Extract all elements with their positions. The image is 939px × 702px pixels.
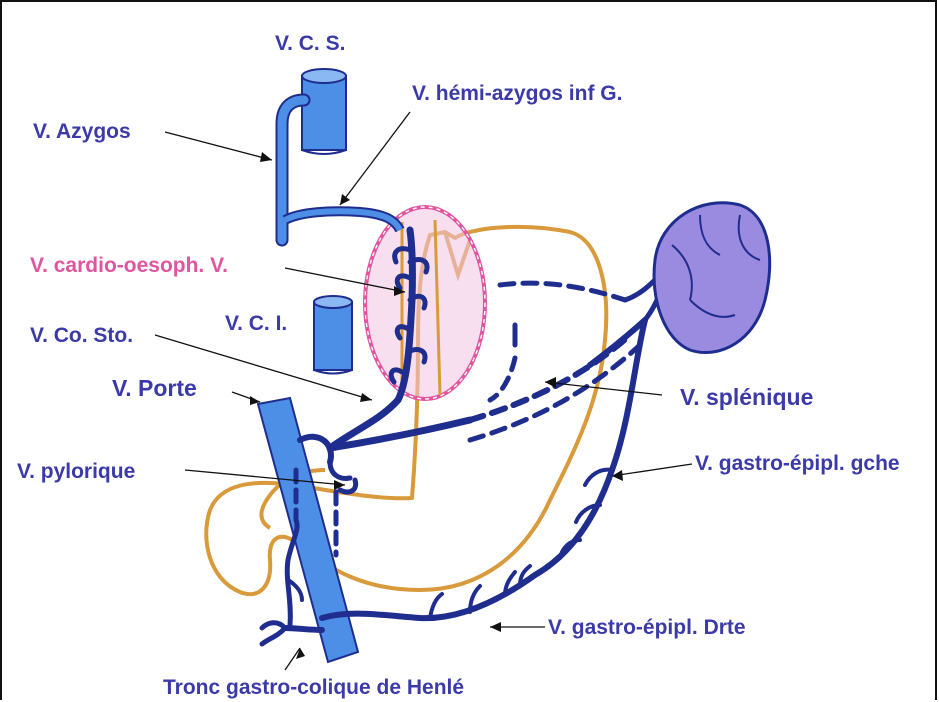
label-porte: V. Porte [112,375,197,401]
leader-tronc [285,648,300,670]
label-pylorique: V. pylorique [17,460,135,483]
label-tronc-henle: Tronc gastro-colique de Henlé [163,676,464,699]
label-co-sto: V. Co. Sto. [30,324,133,347]
vci-vessel [314,296,352,374]
leader-splenique [545,382,662,395]
right-gastroepiploic-branches [430,566,530,618]
label-vci: V. C. I. [225,312,287,335]
spleen [654,203,770,353]
label-splenique: V. splénique [680,384,813,410]
leader-azygos [165,132,272,160]
label-gastro-epipl-gche: V. gastro-épipl. gche [695,452,900,475]
leader-hemi-azygos [340,112,410,205]
label-cardio-oesoph: V. cardio-oesoph. V. [30,254,228,277]
leader-gastro-gche [612,464,692,476]
right-gastroepiploic-vein [322,575,535,618]
label-gastro-epipl-drte: V. gastro-épipl. Drte [548,616,746,639]
left-gastroepiploic-vein [535,320,645,575]
label-azygos: V. Azygos [33,120,131,143]
label-vcs: V. C. S. [275,32,345,55]
label-hemi-azygos: V. hémi-azygos inf G. [412,82,622,105]
vcs-vessel [302,69,346,154]
